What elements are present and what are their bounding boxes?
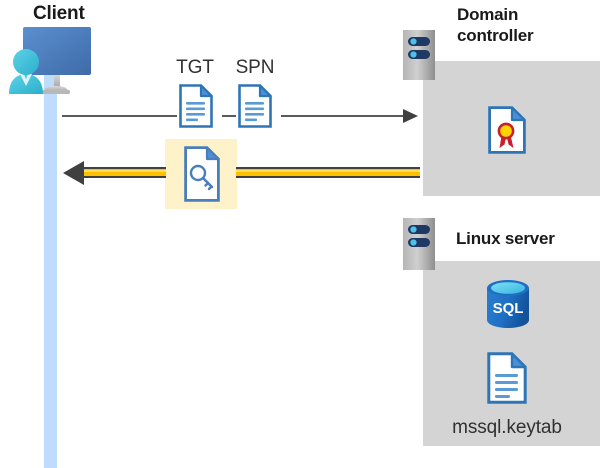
tgt-label: TGT	[176, 57, 214, 78]
domain-controller-title-line1: Domain	[457, 5, 519, 24]
certificate-document-icon	[488, 106, 526, 154]
ticket-arrow-head	[62, 159, 86, 187]
spn-document-icon	[238, 84, 272, 128]
tgt-document-icon	[179, 84, 213, 128]
linux-server-title: Linux server	[456, 229, 555, 248]
ticket-arrow-right-segment	[236, 167, 420, 178]
request-line-mid-segment	[222, 115, 236, 117]
client-title: Client	[33, 3, 85, 24]
domain-controller-server-rack-icon	[403, 30, 435, 80]
sql-database-icon: SQL	[484, 279, 532, 329]
sql-database-label: SQL	[493, 300, 524, 317]
service-ticket-key-document-icon	[184, 146, 220, 202]
request-line-left-segment	[62, 115, 177, 117]
request-arrow-head	[403, 107, 421, 125]
domain-controller-title-line2: controller	[457, 26, 534, 45]
client-icon	[4, 24, 100, 100]
spn-label: SPN	[235, 57, 275, 78]
ticket-arrow-left-segment	[82, 167, 166, 178]
keytab-filename-label: mssql.keytab	[452, 417, 562, 438]
keytab-document-icon	[487, 352, 527, 404]
linux-server-server-rack-icon	[403, 218, 435, 270]
client-lifeline	[44, 60, 57, 468]
request-line-right-segment	[281, 115, 406, 117]
